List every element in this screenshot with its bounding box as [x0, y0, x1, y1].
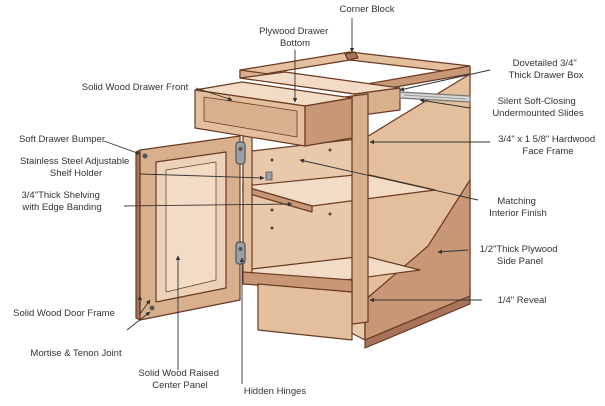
label-corner-block: Corner Block — [340, 4, 395, 15]
shelf-hole — [270, 158, 274, 162]
label-face-frame: 3/4" x 1 5/8" Hardwood Face Frame — [498, 134, 598, 157]
door-frame-edge — [135, 149, 141, 321]
label-shelf-holder: Stainless Steel Adjustable Shelf Holder — [20, 156, 132, 179]
toe-kick-right — [364, 295, 471, 349]
shelf-holder — [265, 171, 273, 181]
corner-block-shape — [344, 51, 359, 61]
label-soft-drawer-bumper: Soft Drawer Bumper — [19, 134, 105, 145]
label-reveal: 1/4" Reveal — [498, 295, 547, 306]
shelf-hole — [270, 226, 274, 230]
hinge-top — [235, 141, 246, 165]
labels: Corner Block Plywood Drawer Bottom Dovet… — [13, 4, 598, 397]
cabinet-illustration — [135, 51, 471, 349]
leader-lines — [103, 18, 491, 384]
drawer-front-inset — [203, 96, 298, 138]
label-side-panel: 1/2"Thick Plywood Side Panel — [480, 244, 560, 267]
label-dovetailed-drawer-box: Dovetailed 3/4" Thick Drawer Box — [509, 58, 584, 81]
hinge-bottom — [235, 241, 246, 265]
door-raised-panel-bevel — [165, 161, 217, 293]
label-thick-shelving: 3/4"Thick Shelving with Edge Banding — [21, 190, 102, 213]
label-solid-wood-drawer-front: Solid Wood Drawer Front — [82, 82, 189, 93]
label-hidden-hinges: Hidden Hinges — [244, 386, 307, 397]
shelf-hole — [270, 208, 274, 212]
soft-bumper — [149, 305, 155, 311]
label-door-frame: Solid Wood Door Frame — [13, 308, 115, 319]
label-plywood-drawer-bottom: Plywood Drawer Bottom — [259, 26, 331, 49]
label-mortise-tenon: Mortise & Tenon Joint — [30, 348, 122, 359]
shelf-hole — [328, 212, 332, 216]
label-soft-close-slides: Silent Soft-Closing Undermounted Slides — [492, 96, 584, 119]
soft-bumper — [142, 153, 148, 159]
face-frame-right-stile — [351, 93, 369, 325]
label-interior-finish: Matching Interior Finish — [489, 196, 547, 219]
toe-kick-front — [257, 283, 353, 341]
slide-rail-line — [403, 94, 467, 100]
shelf-hole — [328, 148, 332, 152]
drawer-front-side — [304, 97, 353, 147]
label-raised-panel: Solid Wood Raised Center Panel — [138, 368, 221, 391]
